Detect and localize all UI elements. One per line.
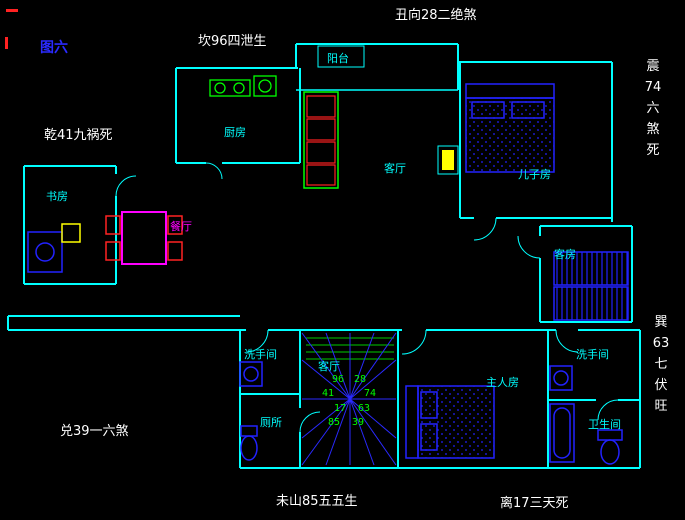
- sofa: [303, 91, 339, 189]
- figure-label: 图六: [40, 40, 68, 56]
- compass-number: 96: [332, 374, 345, 385]
- kitchen-appliances: [209, 75, 277, 97]
- room-label-dining: 餐厅: [170, 220, 192, 233]
- annotation-xun-char: 巽: [654, 315, 668, 330]
- room-label-balcony: 阳台: [327, 52, 349, 65]
- dining-set: [105, 211, 183, 265]
- toilet-left: [240, 425, 258, 461]
- compass-number: 28: [354, 374, 367, 385]
- annotation-xun-char: 伏: [654, 378, 668, 393]
- bathtub: [549, 403, 575, 463]
- annotation-wei: 未山85五五生: [276, 494, 358, 509]
- compass-number: 17: [334, 403, 347, 414]
- sink-left: [239, 361, 263, 387]
- study-chair: [61, 223, 81, 243]
- annotation-chou: 丑向28二绝煞: [395, 8, 477, 23]
- annotation-li: 离17三天死: [500, 496, 569, 511]
- annotation-xun-char: 63: [652, 336, 670, 351]
- son-bed: [465, 83, 555, 173]
- door-arcs: [115, 162, 619, 433]
- tv: [437, 145, 459, 175]
- room-label-stair-hall: 客厅: [318, 360, 340, 373]
- master-bed: [405, 385, 495, 459]
- annotation-kan: 坎96四泄生: [198, 34, 267, 49]
- guest-beds: [553, 251, 629, 321]
- room-label-washroom-right: 洗手间: [576, 348, 609, 361]
- compass-number: 74: [364, 388, 377, 399]
- room-label-kitchen: 厨房: [224, 126, 246, 139]
- walls: [7, 43, 641, 469]
- room-label-son: 儿子房: [518, 168, 551, 181]
- room-label-bathroom: 卫生间: [588, 418, 621, 431]
- compass-number: 63: [358, 403, 371, 414]
- toilet-right: [597, 429, 623, 465]
- annotation-zhen-char: 死: [646, 143, 660, 158]
- sink-right: [549, 365, 573, 391]
- annotation-zhen-char: 震: [646, 59, 660, 74]
- room-label-study: 书房: [46, 190, 68, 203]
- annotation-xun-char: 七: [654, 357, 668, 372]
- room-label-master: 主人房: [486, 376, 519, 389]
- annotation-zhen-char: 74: [644, 80, 662, 95]
- compass-number: 85: [328, 417, 341, 428]
- annotation-qian: 乾41九祸死: [44, 128, 113, 143]
- room-label-guest: 客房: [554, 248, 576, 261]
- compass-star: [301, 332, 397, 466]
- study-furniture: [27, 223, 81, 273]
- room-label-living: 客厅: [384, 162, 406, 175]
- annotation-zhen-char: 六: [646, 101, 660, 116]
- annotation-xun: 巽 63 七 伏 旺: [644, 312, 678, 417]
- compass-number: 41: [322, 388, 335, 399]
- room-label-toilet: 厕所: [260, 416, 282, 429]
- annotation-zhen-char: 煞: [646, 122, 660, 137]
- annotation-dui: 兑39一六煞: [60, 424, 129, 439]
- red-marks: [5, 9, 18, 49]
- annotation-xun-char: 旺: [654, 399, 668, 414]
- compass-number: 39: [352, 417, 365, 428]
- annotation-zhen: 震 74 六 煞 死: [636, 56, 670, 161]
- room-label-washroom-left: 洗手间: [244, 348, 277, 361]
